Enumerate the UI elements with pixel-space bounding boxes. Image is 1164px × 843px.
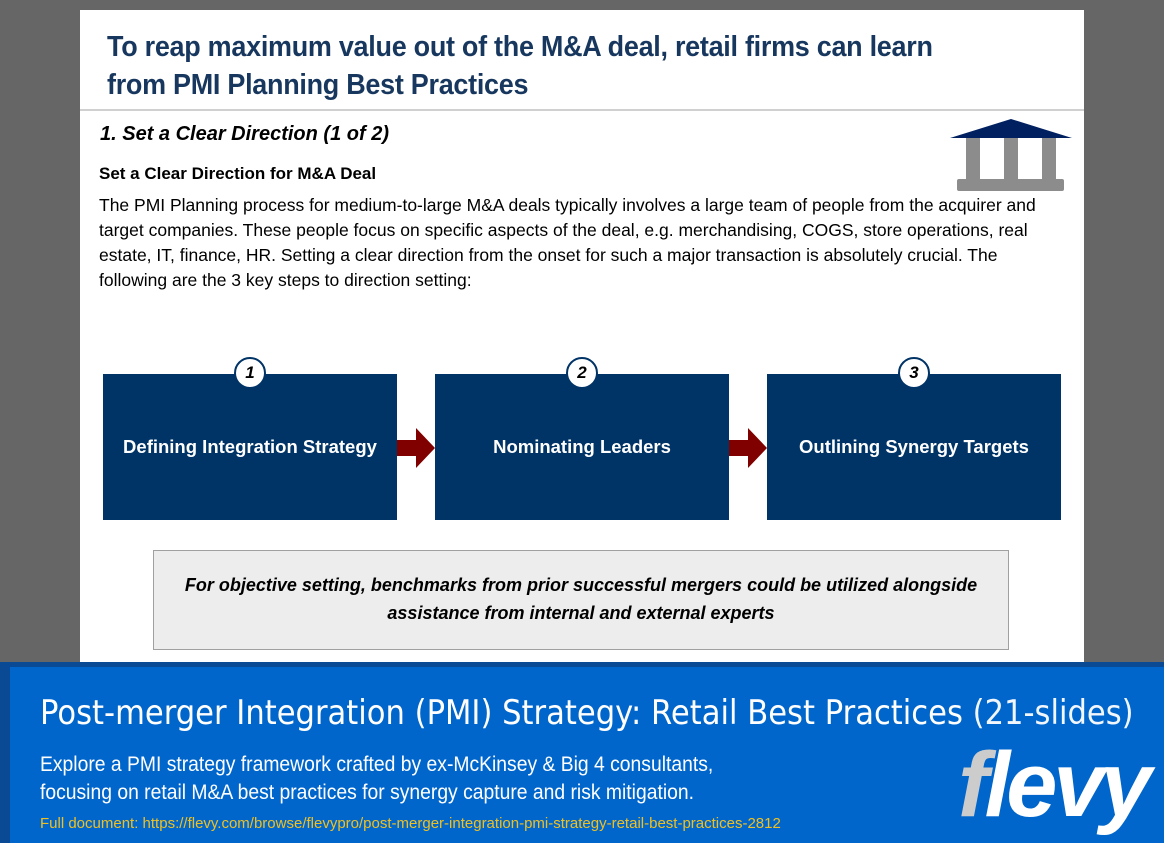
step-label: Defining Integration Strategy <box>123 436 377 457</box>
bank-columns-icon <box>950 119 1072 191</box>
step-label: Outlining Synergy Targets <box>799 436 1029 457</box>
banner-description: Explore a PMI strategy framework crafted… <box>40 753 714 804</box>
step-number-badge: 3 <box>898 357 930 389</box>
banner-title-suffix: (21-slides) <box>972 693 1134 733</box>
arrow-right-icon <box>729 428 767 468</box>
arrow-right-icon <box>397 428 435 468</box>
promo-banner: Post-merger Integration (PMI) Strategy: … <box>0 662 1164 843</box>
document-link[interactable]: Full document: https://flevy.com/browse/… <box>40 815 781 832</box>
banner-title: Post-merger Integration (PMI) Strategy: … <box>40 693 1134 733</box>
slide-title: To reap maximum value out of the M&A dea… <box>107 31 933 101</box>
title-divider <box>80 109 1084 111</box>
body-text: The PMI Planning process for medium-to-l… <box>99 195 1036 290</box>
step-box-2: 2 Nominating Leaders <box>435 357 729 520</box>
step-number-badge: 1 <box>234 357 266 389</box>
section-heading: 1. Set a Clear Direction (1 of 2) <box>100 123 389 145</box>
callout-text: For objective setting, benchmarks from p… <box>184 575 978 623</box>
banner-title-text: Post-merger Integration (PMI) Strategy: … <box>40 693 963 733</box>
step-label: Nominating Leaders <box>493 436 671 457</box>
flevy-logo: flevy <box>958 734 1152 836</box>
callout-box: For objective setting, benchmarks from p… <box>153 550 1009 650</box>
step-number-badge: 2 <box>566 357 598 389</box>
step-box-1: 1 Defining Integration Strategy <box>103 357 397 520</box>
slide: To reap maximum value out of the M&A dea… <box>80 10 1084 710</box>
subheading: Set a Clear Direction for M&A Deal <box>99 164 377 183</box>
step-box-3: 3 Outlining Synergy Targets <box>767 357 1061 520</box>
